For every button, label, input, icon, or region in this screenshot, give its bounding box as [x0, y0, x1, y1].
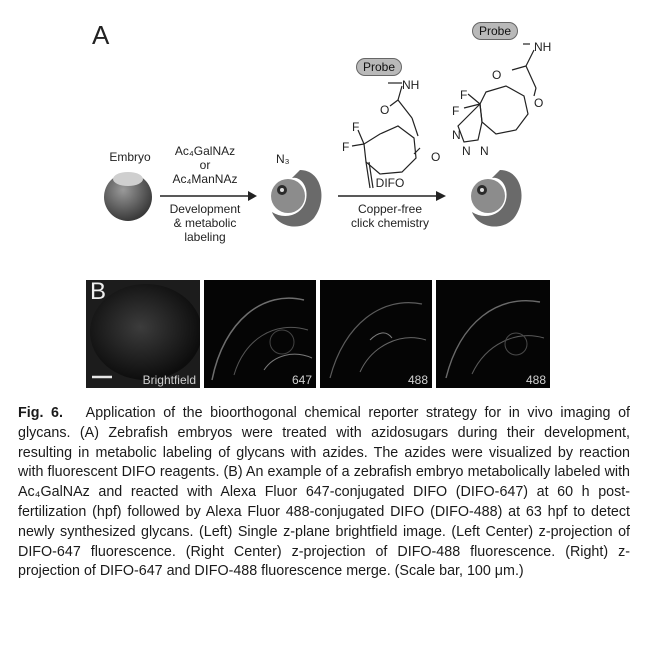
embryo-label: Embryo	[109, 150, 151, 164]
probe-badge: Probe	[356, 58, 403, 76]
reagent-line1: Ac₄GalNAz	[174, 144, 236, 158]
difo-488-image: 488	[320, 280, 432, 388]
merge-image: 488	[436, 280, 550, 388]
product-structure-icon	[457, 43, 537, 143]
fluorine-1-label: F	[352, 120, 360, 134]
caption-text: Application of the bioorthogonal chemica…	[18, 405, 630, 580]
product-ether-o-label: O	[534, 96, 544, 110]
step1-line1: Development	[169, 202, 241, 216]
embryo-sphere-icon	[104, 172, 152, 221]
product-nh-label: NH	[534, 40, 552, 54]
product-embryo-icon	[471, 170, 522, 227]
brightfield-image: B Brightfield	[86, 280, 200, 388]
reagent-line2: Ac₄ManNAz	[172, 172, 238, 186]
figure-number: Fig. 6.	[18, 405, 63, 421]
fluorine-2-label: F	[342, 140, 350, 154]
step1-label: Development & metabolic labeling	[160, 202, 250, 244]
ether-o-label: O	[431, 150, 441, 164]
step1-line2: & metabolic	[173, 216, 237, 230]
step2-label: Copper-free click chemistry	[338, 202, 442, 230]
labeled-embryo-icon	[271, 170, 322, 227]
arrow-2-icon	[338, 191, 446, 201]
triazole-n3-label: N	[480, 144, 489, 158]
triazole-n1-label: N	[452, 128, 461, 142]
image-label-merge: 488	[525, 373, 546, 387]
step2-line2: click chemistry	[350, 216, 429, 230]
nh-label: NH	[402, 78, 420, 92]
reagent-label: Ac₄GalNAz or Ac₄ManNAz	[160, 144, 250, 186]
difo-647-image: 647	[204, 280, 316, 388]
difo-label: DIFO	[375, 176, 405, 190]
triazole-n2-label: N	[462, 144, 471, 158]
image-label-brightfield: Brightfield	[142, 373, 196, 387]
panel-b-label: B	[90, 280, 107, 305]
figure-caption: Fig. 6. Application of the bioorthogonal…	[18, 404, 630, 582]
arrow-1-icon	[160, 191, 257, 201]
image-label-488: 488	[407, 373, 428, 387]
step2-line1: Copper-free	[357, 202, 423, 216]
image-label-647: 647	[291, 373, 312, 387]
panel-a-label: A	[92, 20, 110, 50]
product-fluorine-1-label: F	[460, 88, 468, 102]
step1-line3: labeling	[184, 230, 226, 244]
difo-structure-icon	[351, 82, 421, 189]
product-carbonyl-o-label: O	[492, 68, 502, 82]
carbonyl-o-label: O	[380, 103, 390, 117]
product-probe-badge: Probe	[472, 22, 519, 40]
reagent-or: or	[199, 158, 211, 172]
azide-label: N₃	[276, 152, 290, 166]
product-fluorine-2-label: F	[452, 104, 460, 118]
